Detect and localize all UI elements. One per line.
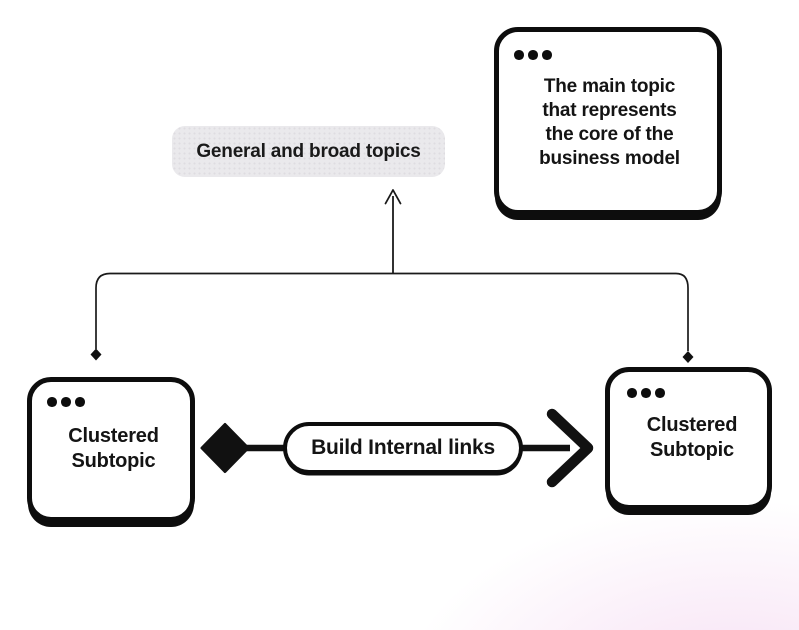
bracket-connector <box>95 272 689 351</box>
dot-icon <box>75 397 85 407</box>
main-topic-line: business model <box>539 147 680 169</box>
main-topic-line: that represents <box>542 99 677 121</box>
right-arrow-head-icon <box>546 408 594 488</box>
ellipsis-icon <box>627 388 757 398</box>
subtopic-line: Subtopic <box>71 449 156 472</box>
ellipsis-icon <box>47 397 180 407</box>
subtopic-line: Subtopic <box>650 439 734 462</box>
main-topic-line: The main topic <box>543 75 676 97</box>
right-diamond-endpoint-icon <box>682 351 694 363</box>
ellipsis-icon <box>514 50 705 60</box>
dot-icon <box>528 50 538 60</box>
dot-icon <box>61 397 71 407</box>
subtopic-line: Clustered <box>68 424 159 447</box>
dot-icon <box>47 397 57 407</box>
right-subtopic-card: Clustered Subtopic <box>605 367 772 510</box>
left-diamond-endpoint-icon <box>90 348 102 361</box>
dot-icon <box>655 388 665 398</box>
dot-icon <box>514 50 524 60</box>
left-subtopic-card: Clustered Subtopic <box>27 377 195 522</box>
left-subtopic-card-text: Clustered Subtopic <box>47 407 180 510</box>
up-arrow-head-icon <box>384 189 402 205</box>
build-internal-links-pill: Build Internal links <box>283 422 523 474</box>
subtopic-line: Clustered <box>646 414 738 437</box>
main-topic-card: The main topic that represents the core … <box>494 27 722 215</box>
dot-icon <box>641 388 651 398</box>
right-subtopic-card-text: Clustered Subtopic <box>627 398 757 498</box>
main-topic-line: the core of the <box>545 123 674 145</box>
dot-icon <box>627 388 637 398</box>
general-topics-label: General and broad topics <box>172 126 445 177</box>
main-topic-card-text: The main topic that represents the core … <box>514 60 705 199</box>
big-diamond-icon <box>200 423 250 473</box>
dot-icon <box>542 50 552 60</box>
